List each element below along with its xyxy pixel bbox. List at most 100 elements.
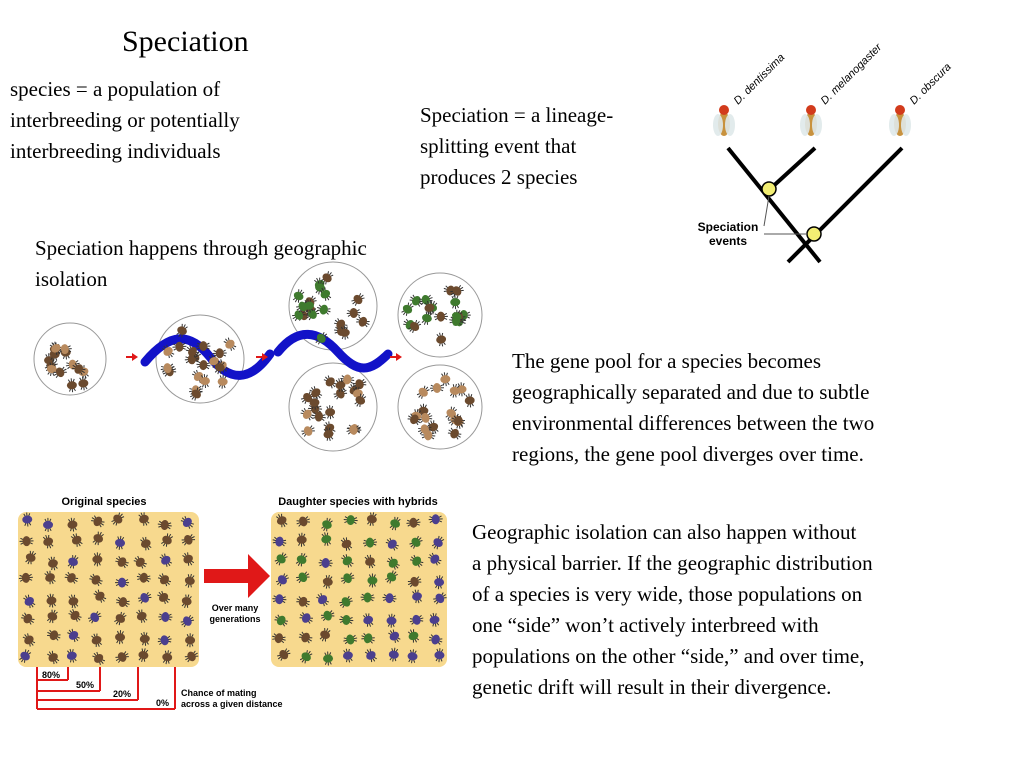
beetle-icon xyxy=(172,341,187,352)
beetle-icon xyxy=(299,650,313,664)
beetle-icon xyxy=(317,304,331,315)
beetle-icon xyxy=(301,425,315,437)
beetle-icon xyxy=(449,383,460,398)
beetle-icon xyxy=(212,348,227,359)
beetle-icon xyxy=(199,374,210,389)
beetle-icon xyxy=(408,319,422,334)
beetle-icon xyxy=(43,517,54,532)
beetle-icon xyxy=(68,608,82,622)
beetle-icon xyxy=(138,512,150,526)
daughter-population-panel xyxy=(271,512,447,667)
beetle-icon xyxy=(343,634,358,645)
beetle-icon xyxy=(339,595,353,609)
beetle-icon xyxy=(92,531,104,546)
beetle-icon xyxy=(436,332,447,347)
beetle-icon xyxy=(343,515,358,526)
beetle-icon xyxy=(314,331,328,345)
beetle-icon xyxy=(409,614,424,625)
beetle-icon xyxy=(323,427,334,442)
beetle-icon xyxy=(407,413,422,426)
beetle-icon xyxy=(428,634,443,645)
beetle-icon xyxy=(46,362,57,377)
beetle-icon xyxy=(292,309,306,322)
beetle-icon xyxy=(184,354,199,365)
beetle-icon xyxy=(346,307,361,318)
beetle-icon xyxy=(21,612,35,625)
beetle-icon xyxy=(196,360,211,371)
geo-isolation-heading: Speciation happens through geographic is… xyxy=(35,236,367,291)
beetle-icon xyxy=(316,593,330,607)
beetle-icon xyxy=(429,383,444,394)
beetle-icon xyxy=(434,575,445,590)
beetle-icon xyxy=(19,649,32,663)
beetle-icon xyxy=(49,341,62,356)
beetle-icon xyxy=(189,387,203,401)
species-definition: species = a population of interbreeding … xyxy=(10,77,240,163)
beetle-icon xyxy=(115,630,126,645)
beetle-icon xyxy=(162,650,173,665)
beetle-icon xyxy=(68,594,79,609)
population-circle xyxy=(33,322,107,396)
beetle-icon xyxy=(158,612,173,623)
beetle-icon xyxy=(180,614,195,628)
beetle-icon xyxy=(401,302,414,316)
beetle-icon xyxy=(340,572,355,584)
beetle-icon xyxy=(407,576,422,588)
beetle-icon xyxy=(309,386,323,400)
beetle-icon xyxy=(133,555,147,569)
beetle-icon xyxy=(319,287,332,301)
arrow-icon xyxy=(256,353,268,361)
beetle-icon xyxy=(184,650,199,663)
beetle-icon xyxy=(318,558,333,568)
beetle-icon xyxy=(367,573,378,588)
beetle-icon xyxy=(325,405,336,420)
beetle-icon xyxy=(196,341,211,352)
beetle-icon xyxy=(321,517,333,532)
original-species-label: Original species xyxy=(62,496,147,508)
beetle-icon xyxy=(428,552,442,566)
beetle-icon xyxy=(136,572,151,583)
beetle-icon xyxy=(214,360,225,375)
beetle-icon xyxy=(450,284,464,297)
beetle-icon xyxy=(407,649,418,664)
beetle-icon xyxy=(320,610,335,622)
population-circle xyxy=(288,362,378,452)
original-population-panel xyxy=(18,512,199,667)
beetle-icon xyxy=(440,372,451,387)
percent-label: 50% xyxy=(76,680,94,690)
beetle-icon xyxy=(67,517,78,532)
beetle-icon xyxy=(340,374,355,385)
beetle-icon xyxy=(138,648,149,662)
beetle-icon xyxy=(161,533,174,547)
beetle-icon xyxy=(429,612,440,627)
beetle-icon xyxy=(66,378,77,393)
beetle-icon xyxy=(217,374,228,389)
beetle-icon xyxy=(300,408,314,421)
beetle-icon xyxy=(409,535,423,549)
beetle-icon xyxy=(92,552,103,567)
no-barrier-text: Geographic isolation can also happen wit… xyxy=(472,520,873,699)
beetle-icon xyxy=(67,628,80,643)
beetle-icon xyxy=(157,635,172,646)
beetle-icon xyxy=(115,651,129,663)
beetle-icon xyxy=(64,571,79,584)
beetle-icon xyxy=(428,514,443,525)
beetle-icon xyxy=(418,424,432,435)
beetle-icon xyxy=(115,535,126,550)
phylogeny-diagram: D. dentissima D. melanogaster D. obscura… xyxy=(698,41,954,264)
speciation-node xyxy=(761,181,777,197)
beetle-icon xyxy=(339,614,354,625)
beetle-icon xyxy=(340,537,353,551)
beetle-icon xyxy=(160,363,175,374)
beetle-icon xyxy=(364,648,377,663)
beetle-icon xyxy=(450,295,461,310)
beetle-icon xyxy=(388,647,399,662)
beetle-icon xyxy=(46,609,58,624)
beetle-icon xyxy=(47,629,61,641)
beetle-icon xyxy=(161,344,175,359)
beetle-icon xyxy=(320,271,334,285)
population-circle xyxy=(397,364,483,450)
beetle-icon xyxy=(433,311,448,322)
beetle-icon xyxy=(304,298,314,313)
